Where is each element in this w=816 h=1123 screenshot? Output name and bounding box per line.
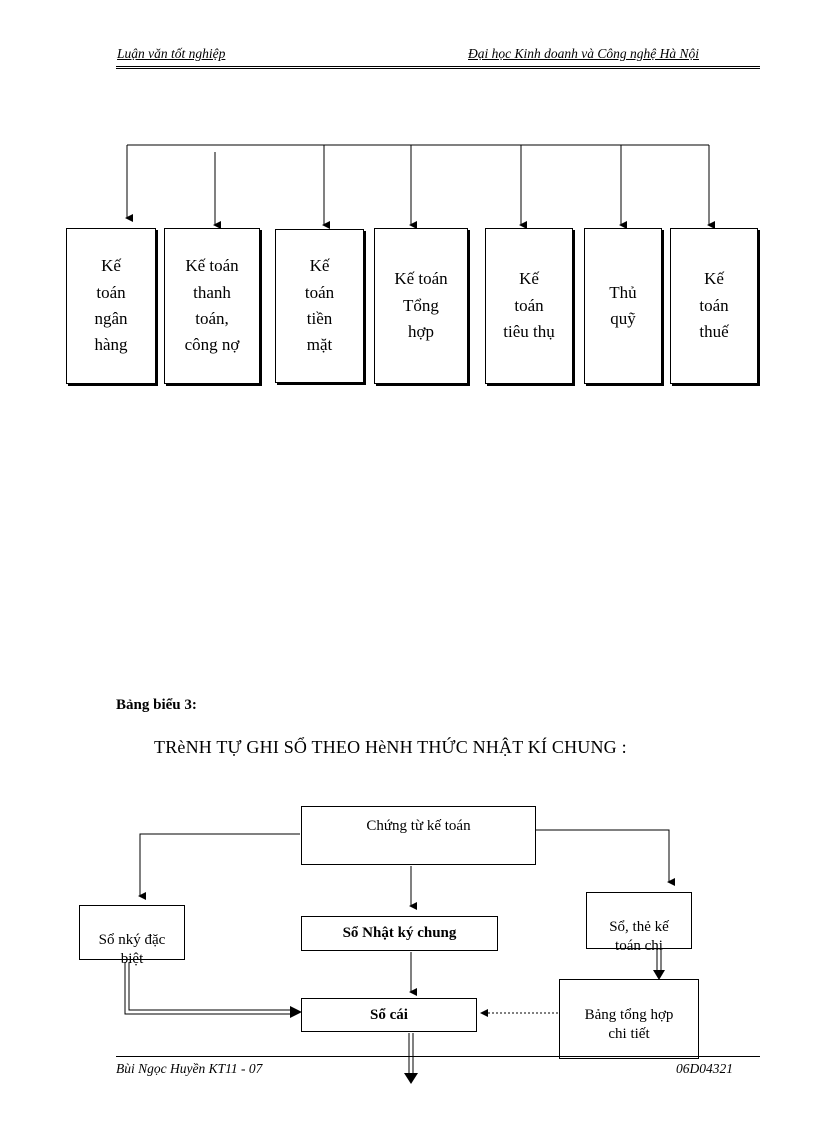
footer-rule [116,1056,760,1057]
org-box-ke-toan-tieu-thu: Kế toán tiêu thụ [485,228,573,384]
flow-box-label: Sổ nký đặc biệt [98,931,166,967]
section-title: TRèNH TỰ GHI SỔ THEO HèNH THỨC NHẬT KÍ C… [154,737,627,757]
org-box-ke-toan-tong-hop: Kế toán Tổng hợp [374,228,468,384]
flow-box-so-cai: Sổ cái [301,998,477,1032]
flow-box-label: Sổ, thẻ kế toán chi [609,918,669,954]
org-box-label: Kế toán ngân hàng [94,256,128,355]
flow-box-bang-tong-hop-chi-tiet: Bảng tổng hợp chi tiết [559,979,699,1059]
flow-box-so-nky-dac-biet: Sổ nký đặc biệt [79,905,185,967]
org-box-label: Kế toán tiền mặt [304,256,335,355]
flow-box-chung-tu-ke-toan: Chứng từ kế toán [301,806,536,865]
flow-box-so-nhat-ky-chung: Sổ Nhật ký chung [301,916,498,951]
header-thesis-label: Luận văn tốt nghiệp [117,46,226,61]
flow-box-label: Sổ cái [370,1007,408,1023]
org-box-ke-toan-thanh-toan: Kế toán thanh toán, công nợ [164,228,260,384]
org-box-label: Kế toán thanh toán, công nợ [184,256,240,355]
org-box-ke-toan-thue: Kế toán thuế [670,228,758,384]
footer-student-code: 06D04321 [676,1061,733,1076]
flow-box-label: Bảng tổng hợp chi tiết [584,1006,674,1042]
flow-box-so-the-ke-toan-chi-tiet: Sổ, thẻ kế toán chi [586,892,692,954]
header-rule-secondary [116,68,760,69]
flow-box-label: Sổ Nhật ký chung [342,925,457,941]
org-box-label: Kế toán Tổng hợp [394,269,448,342]
flow-box-label: Chứng từ kế toán [366,818,471,834]
org-box-label: Kế toán tiêu thụ [503,269,555,342]
org-box-label: Kế toán thuế [699,269,729,342]
footer-author: Bùi Ngọc Huyền KT11 - 07 [116,1061,263,1076]
org-box-thu-quy: Thủ quỹ [584,228,662,384]
header-university-label: Đại học Kinh doanh và Công nghệ Hà Nội [468,46,699,61]
org-box-ke-toan-tien-mat: Kế toán tiền mặt [275,229,364,383]
org-box-label: Thủ quỹ [609,282,637,328]
section-label: Bảng biểu 3: [116,697,197,713]
header-rule [116,66,760,67]
org-box-ke-toan-ngan-hang: Kế toán ngân hàng [66,228,156,384]
